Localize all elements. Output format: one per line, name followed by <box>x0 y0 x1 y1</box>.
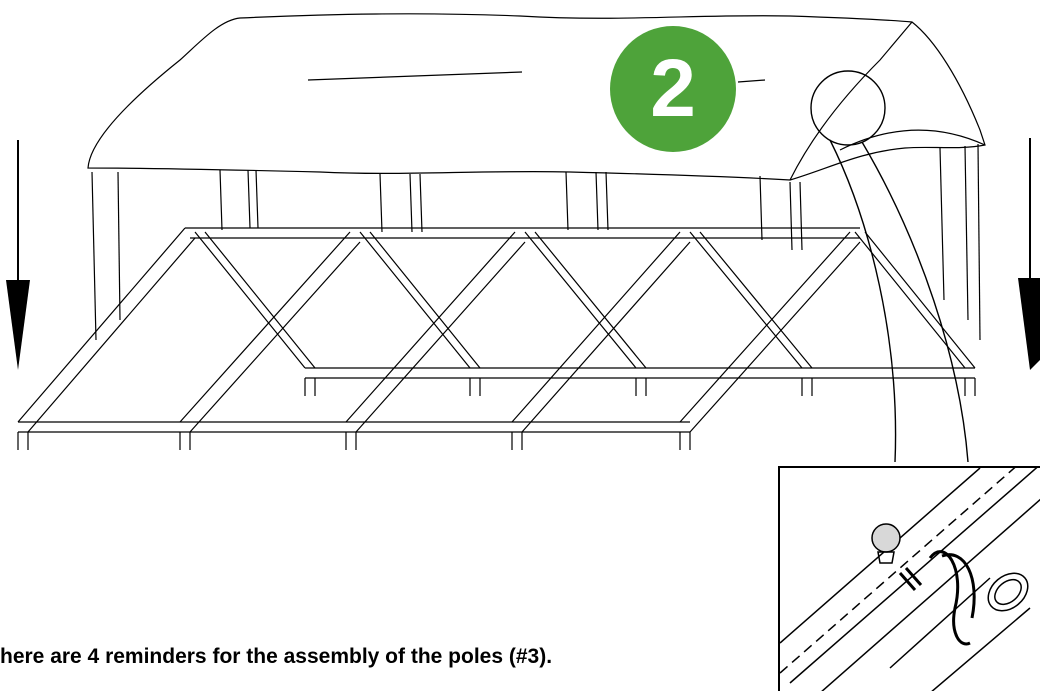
step-number: 2 <box>650 43 696 134</box>
pole-clip-detail-icon <box>778 466 1040 691</box>
instruction-caption: here are 4 reminders for the assembly of… <box>0 645 553 668</box>
magnifier-callout <box>810 70 969 463</box>
left-down-arrow-icon <box>6 140 30 370</box>
pole-frame-icon <box>17 227 976 450</box>
canopy-cover-icon <box>87 13 986 341</box>
detail-drawing <box>780 468 1040 691</box>
step-number-badge: 2 <box>610 26 736 152</box>
right-down-arrow-icon <box>1018 138 1040 370</box>
